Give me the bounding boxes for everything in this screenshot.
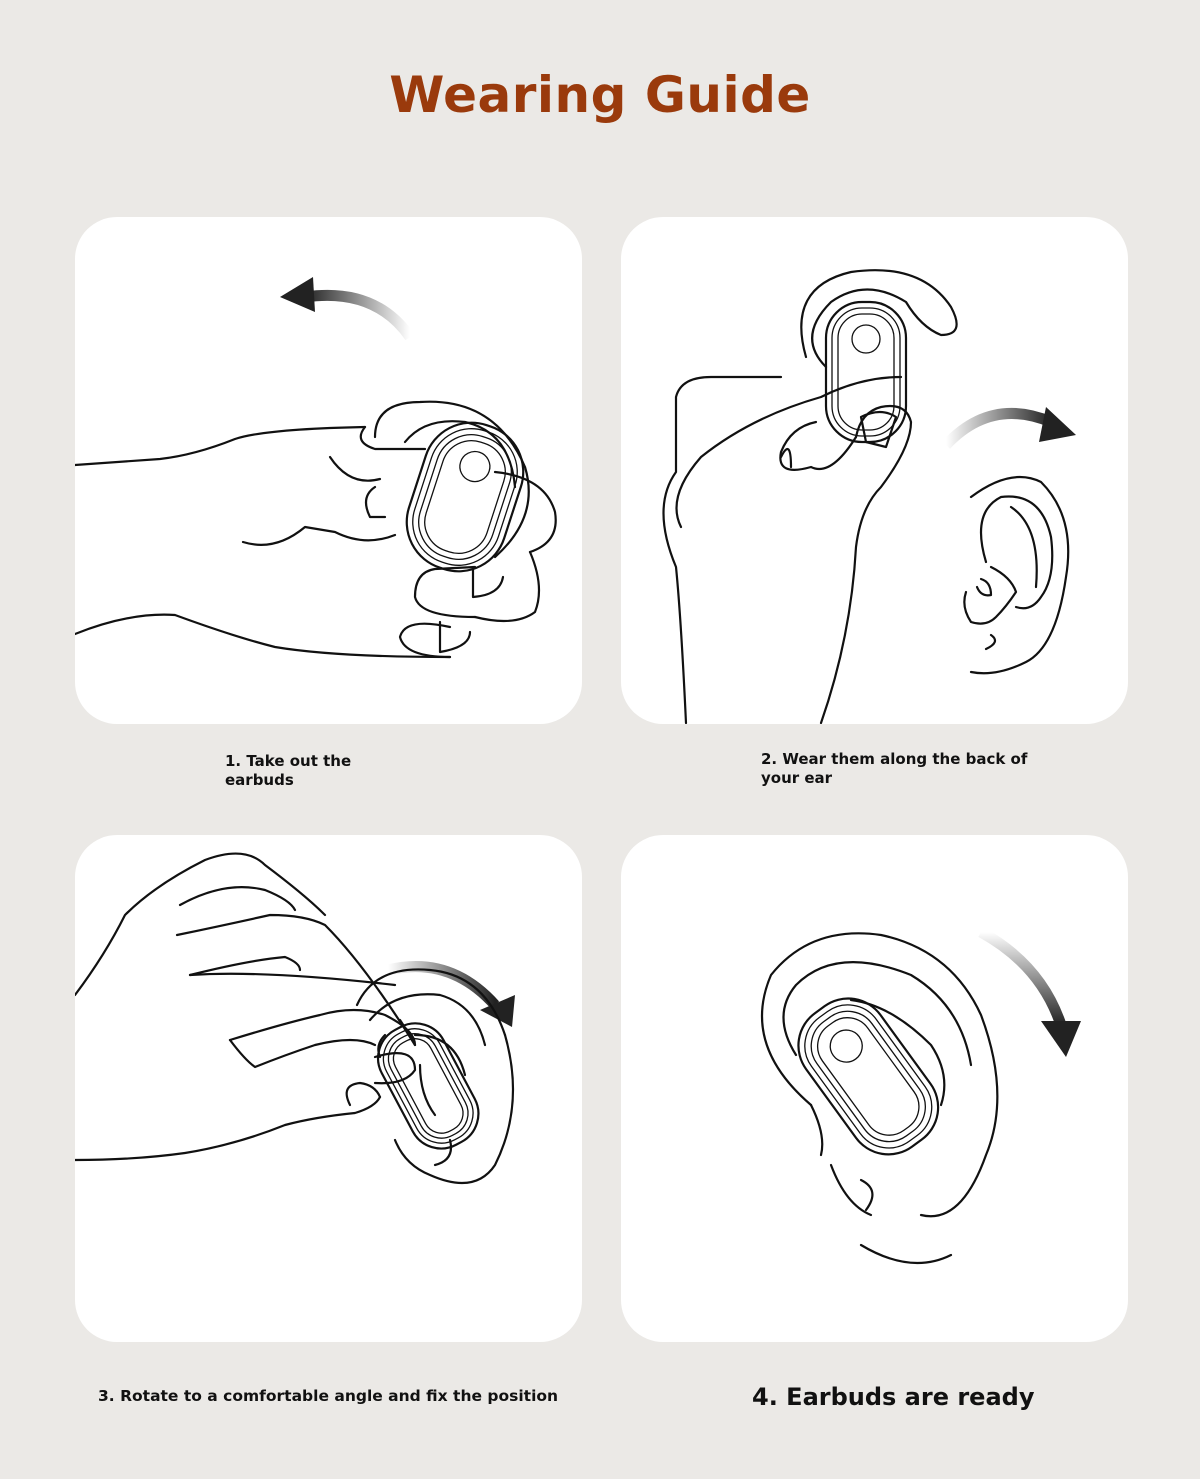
rotate-arrow-icon (941, 407, 1076, 449)
step-2-caption: 2. Wear them along the back of your ear (761, 750, 1028, 787)
step-1-card (75, 217, 582, 724)
ear-icon (760, 932, 999, 1265)
ear-icon (963, 475, 1070, 675)
hand-holding-earbud-illustration (75, 277, 557, 659)
rotate-arrow-icon (280, 277, 415, 341)
page-title: Wearing Guide (389, 66, 811, 124)
step-3-caption: 3. Rotate to a comfortable angle and fix… (98, 1387, 559, 1405)
rotate-arrow-icon (978, 927, 1081, 1057)
step-4-card (621, 835, 1128, 1342)
step-2-card (621, 217, 1128, 724)
step-4-caption: 4. Earbuds are ready (752, 1383, 1035, 1411)
hand-and-ear-illustration (662, 269, 1076, 724)
step-1-caption: 1. Take out the earbuds (225, 752, 352, 789)
earbud-worn-illustration (760, 927, 1081, 1265)
finger-pressing-earbud-illustration (75, 852, 515, 1185)
rotate-arrow-icon (386, 961, 515, 1027)
step-3-card (75, 835, 582, 1342)
